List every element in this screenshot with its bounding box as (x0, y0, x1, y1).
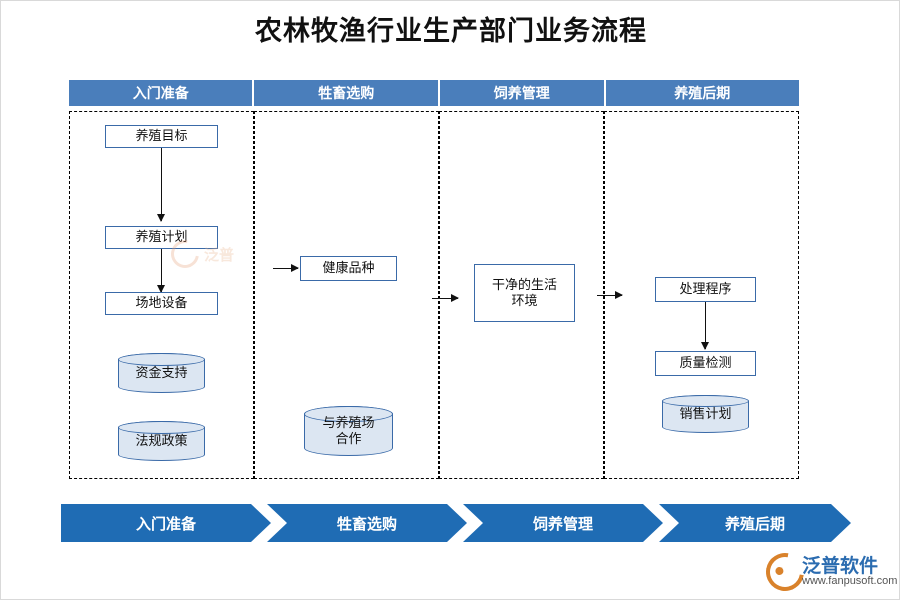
lane-header-band: 入门准备 牲畜选购 饲养管理 养殖后期 (69, 80, 799, 106)
lane-header-2: 饲养管理 (439, 80, 606, 106)
arrow-process-to-quality (701, 302, 709, 350)
node-breeding-plan[interactable]: 养殖计划 (105, 226, 218, 249)
node-quality-inspection[interactable]: 质量检测 (655, 351, 756, 376)
node-clean-environment[interactable]: 干净的生活 环境 (474, 264, 575, 322)
step-chevron-0[interactable]: 入门准备 (61, 504, 271, 542)
node-clean-environment-line2: 环境 (511, 293, 538, 308)
node-breeding-goal[interactable]: 养殖目标 (105, 125, 218, 148)
logo-name: 泛普软件 (802, 556, 879, 577)
step-chevron-1[interactable]: 牲畜选购 (267, 504, 467, 542)
arrow-plan-to-site (157, 249, 165, 293)
lane-header-1: 牲畜选购 (254, 80, 440, 106)
node-regulation-policy-label: 法规政策 (135, 433, 188, 449)
node-clean-environment-line1: 干净的生活 (491, 276, 557, 292)
node-funding-support-label: 资金支持 (135, 365, 188, 381)
arrow-lane2-to-lane3 (597, 291, 623, 299)
logo-url: www.fanpusoft.com (802, 575, 898, 587)
step-chevron-3[interactable]: 养殖后期 (659, 504, 851, 542)
watermark-swirl-icon (165, 234, 205, 274)
watermark-text: 泛普 (204, 247, 235, 264)
arrow-lane1-to-lane2 (432, 294, 459, 302)
center-watermark: 泛普 (165, 234, 321, 274)
lane-header-0: 入门准备 (69, 80, 255, 106)
arrow-goal-to-plan (157, 148, 165, 222)
node-sales-plan[interactable]: 销售计划 (662, 395, 749, 433)
node-sales-plan-label: 销售计划 (679, 406, 732, 422)
lane-header-3: 养殖后期 (605, 80, 799, 106)
brand-logo: 泛普软件 www.fanpusoft.com (758, 545, 897, 599)
node-farm-cooperation-label: 与养殖场 合作 (322, 415, 375, 446)
node-farm-cooperation[interactable]: 与养殖场 合作 (304, 406, 393, 456)
lane-region-1 (254, 111, 439, 479)
step-chevron-2[interactable]: 饲养管理 (463, 504, 663, 542)
lane-region-0 (69, 111, 254, 479)
node-healthy-breed[interactable]: 健康品种 (300, 256, 397, 281)
page-title: 农林牧渔行业生产部门业务流程 (255, 16, 647, 46)
process-step-bar: 入门准备 牲畜选购 饲养管理 养殖后期 (61, 504, 851, 542)
node-site-equipment[interactable]: 场地设备 (105, 292, 218, 315)
arrow-lane0-to-lane1 (273, 264, 299, 272)
node-funding-support[interactable]: 资金支持 (118, 353, 205, 393)
node-handling-procedure[interactable]: 处理程序 (655, 277, 756, 302)
node-regulation-policy[interactable]: 法规政策 (118, 421, 205, 461)
